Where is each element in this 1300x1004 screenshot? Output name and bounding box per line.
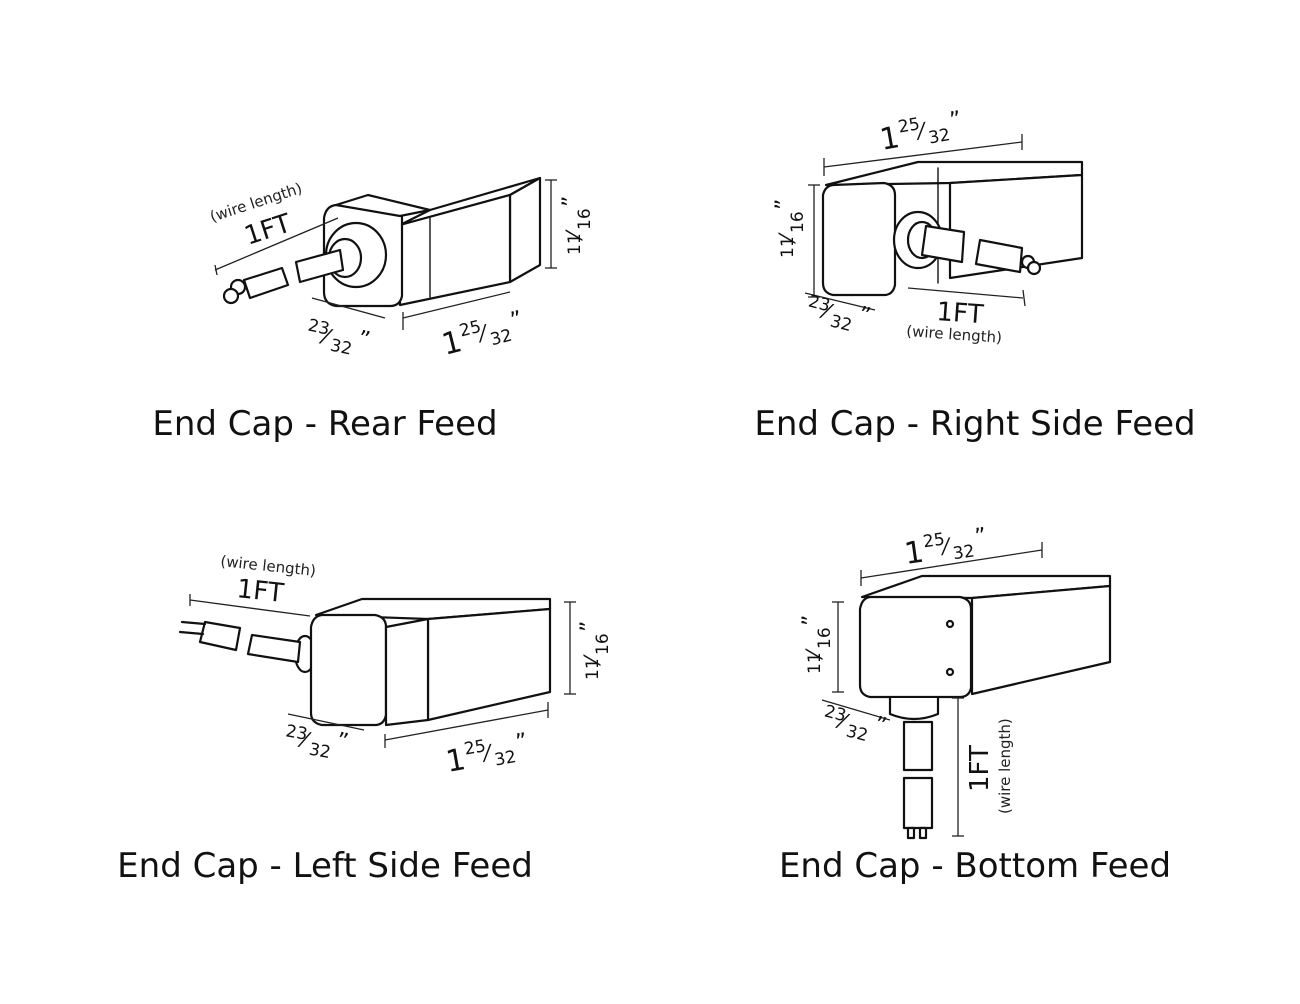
height-label: 11 ⁄ 16 ” (772, 199, 808, 258)
wire-length-dimension (189, 599, 311, 617)
width-frac-num: 23 (284, 721, 309, 744)
left-side-feed-drawing: (wire length) 1FT 11 ⁄ 16 ” 23 ⁄ 32 ” 1 … (178, 552, 613, 780)
wire-length-value: 1FT (241, 209, 295, 252)
length-dimension (402, 291, 511, 319)
end-cap-body (858, 574, 1112, 699)
wire (974, 238, 1042, 276)
caption-bottom-feed: End Cap - Bottom Feed (778, 846, 1172, 886)
wire-length-value: 1FT (235, 574, 285, 609)
side-connector (892, 210, 966, 270)
wire (178, 620, 317, 674)
width-unit: ” (872, 712, 889, 739)
height-frac-num: 11 (565, 233, 585, 255)
height-frac-num: 11 (583, 658, 603, 680)
length-label: 1 25 ⁄ 32 ” (443, 729, 530, 780)
rear-feed-drawing: (wire length) 1FT 23 ⁄ 32 ” 1 25 ⁄ 32 ” … (208, 176, 595, 363)
height-unit: ” (772, 199, 797, 210)
width-label: 23 ⁄ 32 ” (306, 316, 372, 360)
width-frac-den: 32 (307, 740, 332, 763)
length-frac-den: 32 (927, 125, 952, 148)
height-frac-den: 16 (575, 208, 595, 230)
length-frac-num: 25 (463, 736, 488, 759)
height-frac-den: 16 (815, 627, 835, 649)
panel-right-side-feed: 1 25 ⁄ 32 ” 11 ⁄ 16 ” 23 ⁄ 32 ” 1FT (wir… (650, 0, 1300, 502)
rear-connector (294, 221, 388, 289)
caption-left-side-feed: End Cap - Left Side Feed (117, 846, 533, 886)
end-cap-body (821, 160, 1084, 297)
wire-length-label: (wire length) (220, 552, 317, 580)
bottom-connector (888, 696, 940, 840)
wire-length-value: 1FT (965, 745, 995, 792)
height-unit: ” (559, 196, 584, 207)
wire-length-label: (wire length) (996, 718, 1014, 814)
right-side-feed-drawing: 1 25 ⁄ 32 ” 11 ⁄ 16 ” 23 ⁄ 32 ” 1FT (wir… (772, 107, 1084, 347)
height-frac-den: 16 (788, 211, 808, 233)
height-label: 11 ⁄ 16 ” (577, 621, 613, 680)
width-frac-den: 32 (328, 336, 353, 360)
length-frac-num: 25 (922, 529, 946, 552)
wire-length-dimension (214, 217, 339, 271)
width-dimension (804, 292, 876, 311)
width-frac-num: 23 (306, 316, 331, 340)
height-unit: ” (577, 621, 602, 632)
length-dimension (823, 141, 1023, 168)
caption-rear-feed: End Cap - Rear Feed (152, 404, 498, 444)
height-label: 11 ⁄ 16 ” (559, 196, 595, 255)
panel-bottom-feed: 1 25 ⁄ 32 ” 11 ⁄ 16 ” 23 ⁄ 32 ” 1FT (wir… (650, 502, 1300, 1004)
width-dimension (821, 699, 891, 721)
width-frac-den: 32 (828, 311, 854, 336)
width-unit: ” (356, 326, 372, 353)
wire-length-dimension (907, 287, 1024, 299)
length-unit: ” (948, 107, 964, 134)
panel-left-side-feed: (wire length) 1FT 11 ⁄ 16 ” 23 ⁄ 32 ” 1 … (0, 502, 650, 1004)
width-unit: ” (335, 728, 351, 755)
length-frac-den: 32 (493, 747, 518, 770)
width-dimension (311, 297, 386, 319)
length-dimension (860, 549, 1043, 579)
height-frac-den: 16 (593, 633, 613, 655)
length-unit: ” (514, 729, 530, 756)
width-dimension (287, 713, 365, 731)
panel-rear-feed: (wire length) 1FT 23 ⁄ 32 ” 1 25 ⁄ 32 ” … (0, 0, 650, 502)
height-unit: ” (799, 615, 824, 626)
length-frac-den: 32 (952, 541, 976, 564)
length-label: 1 25 ⁄ 32 ” (438, 307, 524, 363)
length-unit: ” (973, 524, 988, 550)
bottom-feed-drawing: 1 25 ⁄ 32 ” 11 ⁄ 16 ” 23 ⁄ 32 ” 1FT (wir… (799, 524, 1112, 840)
width-frac-den: 32 (844, 721, 870, 746)
height-frac-num: 11 (805, 652, 825, 674)
length-whole: 1 (902, 535, 926, 572)
wire-length-label: (wire length) (906, 322, 1003, 347)
caption-right-side-feed: End Cap - Right Side Feed (754, 404, 1196, 444)
end-cap-body (309, 597, 552, 727)
width-label: 23 ⁄ 32 ” (822, 702, 889, 747)
width-label: 23 ⁄ 32 ” (284, 721, 351, 763)
height-frac-num: 11 (778, 236, 798, 258)
height-label: 11 ⁄ 16 ” (799, 615, 835, 674)
length-frac-den: 32 (488, 326, 514, 351)
length-dimension (384, 709, 549, 741)
wire-length-value: 1FT (936, 297, 985, 330)
length-frac-num: 25 (897, 114, 922, 137)
width-label: 23 ⁄ 32 ” (806, 292, 873, 337)
wire (222, 266, 290, 305)
